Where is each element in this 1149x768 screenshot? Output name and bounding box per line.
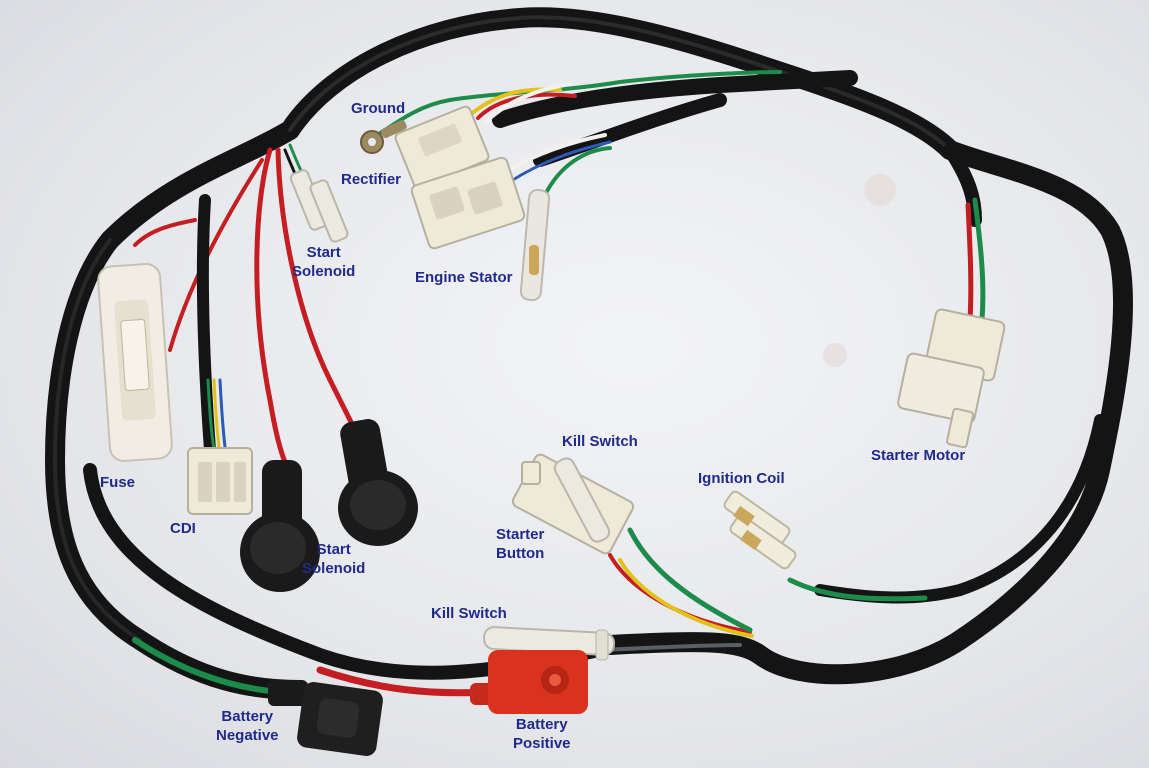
ground-ring-terminal	[360, 119, 407, 154]
start-solenoid-top-connectors	[289, 169, 349, 243]
label-battery-positive: Battery Positive	[513, 715, 571, 753]
starter-button-connector	[511, 453, 635, 555]
wire-bundles	[132, 70, 986, 697]
label-starter-button: Starter Button	[496, 525, 544, 563]
label-rectifier: Rectifier	[341, 171, 402, 188]
label-line: Solenoid	[292, 263, 356, 280]
label-cdi: CDI	[170, 520, 196, 537]
label-ignition-coil: Ignition Coil	[698, 470, 785, 487]
label-line: Battery	[221, 708, 274, 725]
label-start-solenoid-bottom: Start Solenoid	[302, 540, 365, 578]
label-kill-switch-top: Kill Switch	[562, 433, 638, 450]
label-start-solenoid-top: Start Solenoid	[292, 243, 355, 281]
ignition-coil-connectors	[723, 490, 797, 570]
label-kill-switch-bottom: Kill Switch	[431, 605, 507, 622]
label-ground: Ground	[351, 100, 406, 117]
label-line: Battery	[515, 716, 568, 733]
battery-positive-boot	[470, 650, 588, 714]
battery-negative-boot	[268, 680, 383, 756]
label-line: Button	[496, 545, 545, 562]
label-line: Start	[306, 244, 341, 261]
label-engine-stator: Engine Stator	[415, 269, 513, 286]
label-starter-motor: Starter Motor	[871, 447, 966, 464]
engine-stator-connector	[410, 156, 551, 301]
label-line: Positive	[513, 735, 571, 752]
cdi-connector	[187, 447, 253, 515]
fuse-holder	[97, 263, 173, 462]
start-solenoid-boots	[240, 419, 418, 592]
label-battery-negative: Battery Negative	[216, 707, 279, 745]
label-line: Solenoid	[302, 560, 366, 577]
label-line: Start	[316, 541, 351, 558]
label-line: Starter	[496, 526, 545, 543]
starter-motor-connector	[897, 308, 1006, 449]
label-fuse: Fuse	[100, 474, 136, 491]
label-line: Negative	[216, 727, 279, 744]
